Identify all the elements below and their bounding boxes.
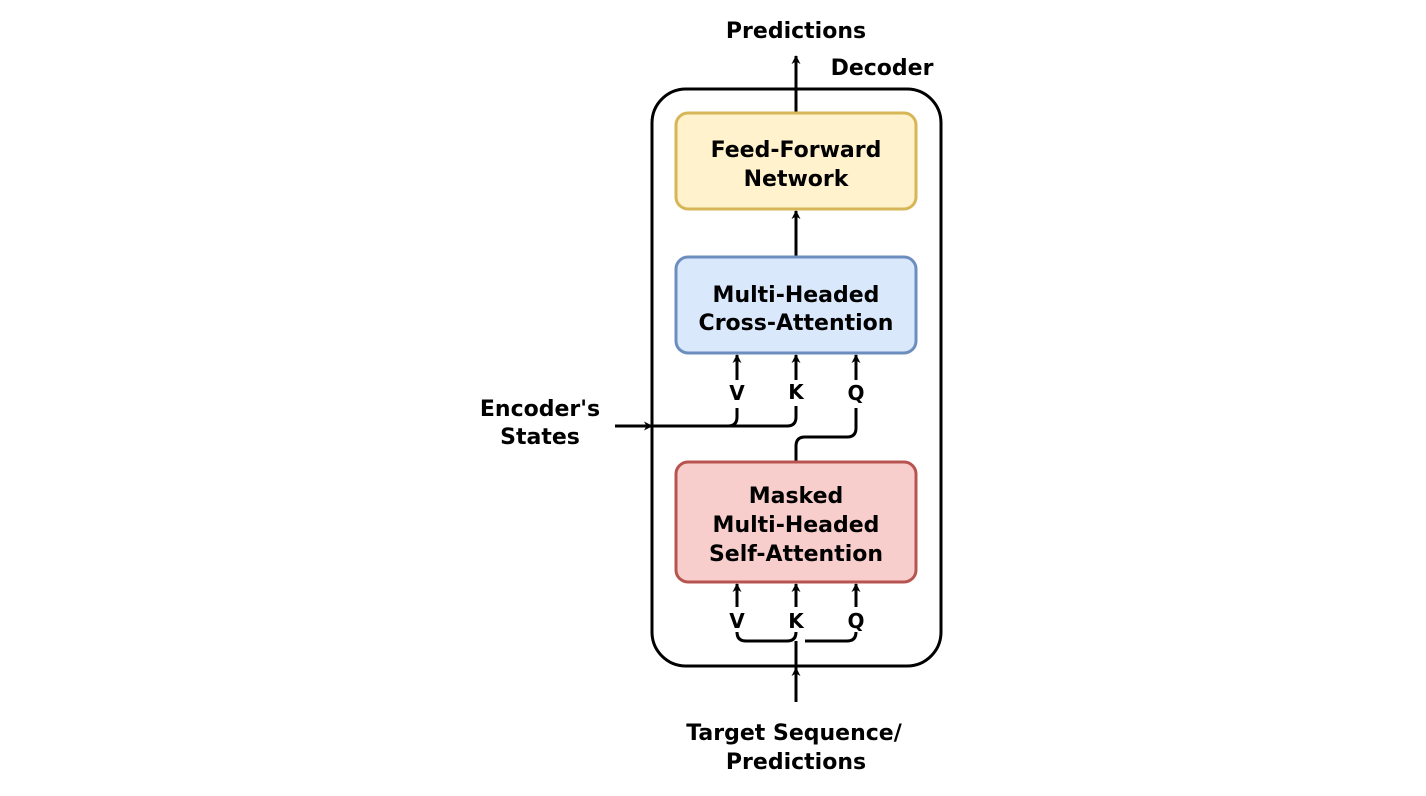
self-attention-label-line2: Multi-Headed [713, 513, 880, 538]
cross-attention-label-line1: Multi-Headed [713, 283, 880, 308]
cross-q-label: Q [847, 381, 864, 405]
self-attention-box [674, 460, 918, 584]
cross-attention-box [674, 255, 918, 355]
target-sequence-label-line2: Predictions [726, 750, 866, 775]
self-attention-label-line1: Masked [749, 484, 844, 509]
self-v-label: V [729, 609, 745, 633]
encoder-states-wire [652, 406, 798, 428]
cross-attention-block: Multi-Headed Cross-Attention [674, 255, 918, 355]
self-attention-block: Masked Multi-Headed Self-Attention [674, 460, 918, 584]
predictions-output-label: Predictions [726, 19, 866, 44]
cross-v-label: V [729, 381, 745, 405]
self-q-label: Q [847, 609, 864, 633]
feed-forward-label-line1: Feed-Forward [711, 138, 882, 163]
self-attention-label-line3: Self-Attention [709, 542, 883, 567]
decoder-label: Decoder [831, 56, 934, 81]
self-k-label: K [788, 609, 805, 633]
target-sequence-label-line1: Target Sequence/ [686, 721, 902, 746]
feed-forward-label-line2: Network [744, 167, 850, 192]
cross-attention-label-line2: Cross-Attention [699, 311, 894, 336]
encoder-states-label-line1: Encoder's [480, 397, 600, 422]
feed-forward-box [674, 111, 918, 211]
encoder-states-label-line2: States [500, 425, 580, 450]
cross-k-label: K [788, 380, 805, 404]
feed-forward-block: Feed-Forward Network [674, 111, 918, 211]
self-to-cross-q-wire [794, 408, 858, 462]
